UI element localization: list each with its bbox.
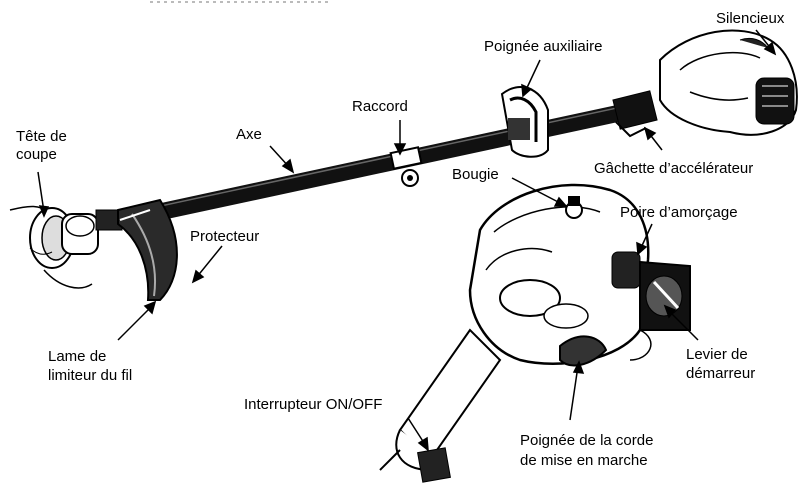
label-protecteur: Protecteur — [190, 228, 259, 246]
label-poire-amorcage: Poire d’amorçage — [620, 204, 738, 222]
label-corde-2: de mise en marche — [520, 452, 648, 470]
label-levier-1: Levier de — [686, 346, 748, 364]
label-corde-1: Poignée de la corde — [520, 432, 653, 450]
engine-icon — [660, 30, 797, 134]
label-raccord: Raccord — [352, 98, 408, 116]
throttle-trigger-icon — [613, 91, 657, 136]
auxiliary-handle-icon — [502, 87, 548, 157]
cutting-head-icon — [10, 206, 122, 287]
guard-icon — [118, 200, 177, 300]
label-poignee-auxiliaire: Poignée auxiliaire — [484, 38, 602, 56]
label-lame-1: Lame de — [48, 348, 106, 366]
label-axe: Axe — [236, 126, 262, 144]
label-gachette: Gâchette d’accélérateur — [594, 160, 753, 178]
coupler-icon — [391, 147, 422, 186]
label-lame-2: limiteur du fil — [48, 367, 132, 385]
label-bougie: Bougie — [452, 166, 499, 184]
label-interrupteur: Interrupteur ON/OFF — [244, 396, 382, 414]
label-tete-de-coupe-1: Tête de — [16, 128, 67, 146]
label-silencieux: Silencieux — [716, 10, 784, 28]
label-tete-de-coupe-2: coupe — [16, 146, 57, 164]
label-levier-2: démarreur — [686, 365, 755, 383]
